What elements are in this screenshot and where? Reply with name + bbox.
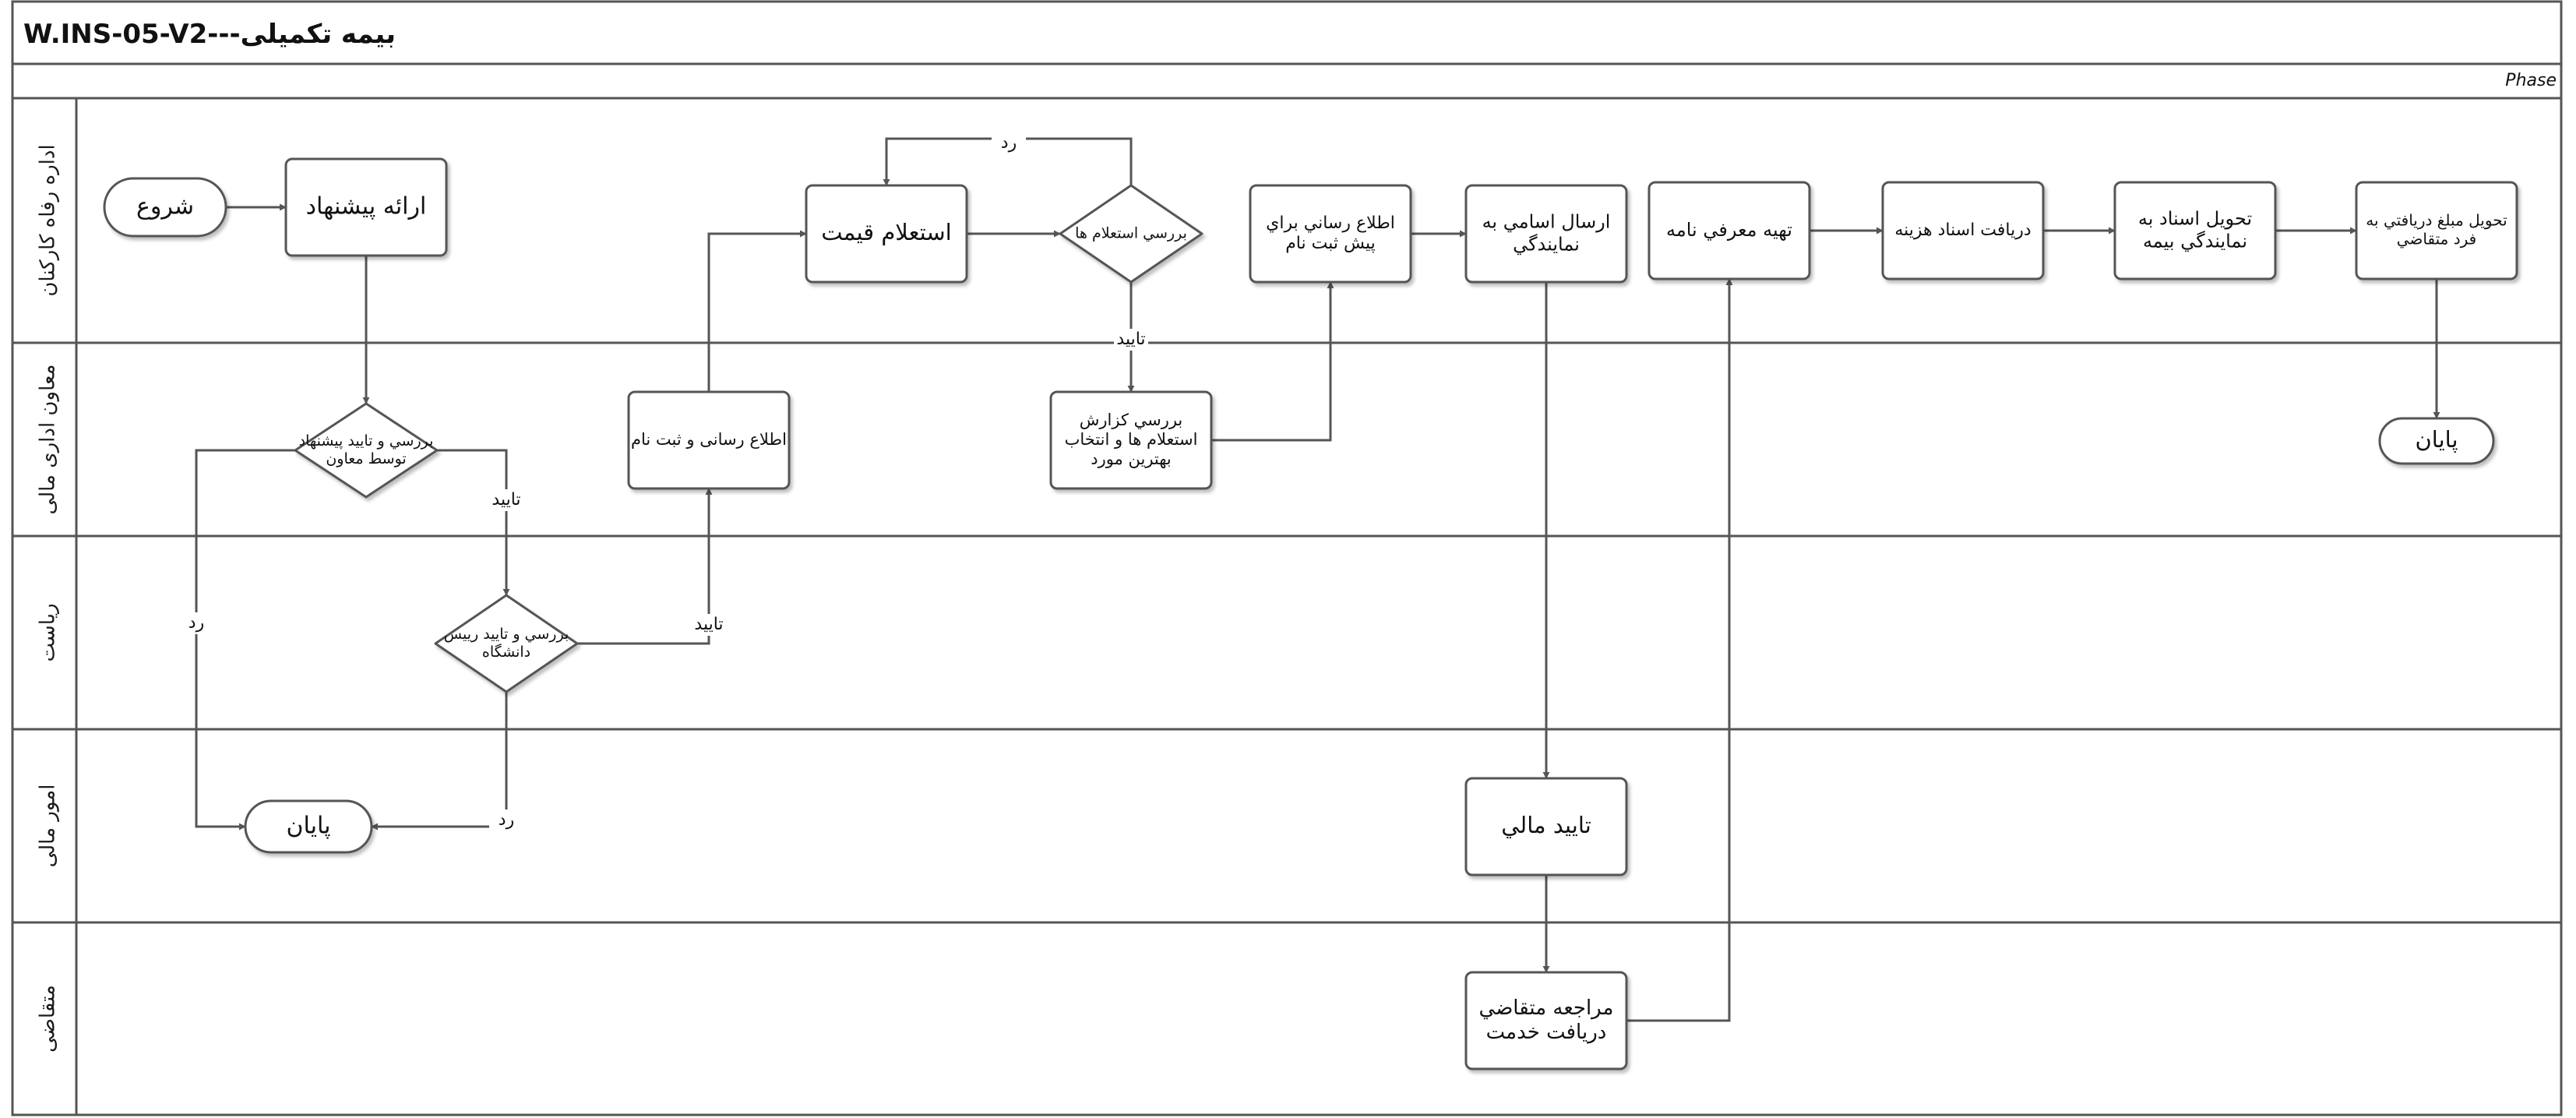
node-end_main[interactable]: پایان: [2378, 417, 2495, 465]
decision-diamond: [294, 402, 439, 499]
node-label: بررسي استعلام ها: [1075, 225, 1187, 242]
process-box: [1647, 181, 1811, 280]
edge-label: تاييد: [694, 615, 723, 634]
node-label: استعلام ها و انتخاب: [1065, 430, 1198, 449]
flow-nodes: شروع ارائه پیشنهاد بررسي و تاييد پيشنهادتو…: [103, 157, 2518, 1070]
node-label: فرد متقاضي: [2397, 230, 2476, 249]
terminal-pill: [244, 799, 373, 854]
node-end_fin[interactable]: پایان: [244, 799, 373, 854]
node-propose[interactable]: ارائه پیشنهاد: [284, 157, 448, 257]
node-label: پایان: [286, 813, 330, 840]
node-label: بهترين مورد: [1091, 450, 1172, 468]
process-box: [2113, 181, 2277, 280]
edge-label: رد: [499, 810, 514, 830]
node-label: اطلاع رساني براي: [1266, 213, 1395, 233]
edge-label-background: [1114, 329, 1148, 351]
edge-label-background: [692, 614, 726, 636]
node-label: تهيه معرفي نامه: [1666, 219, 1792, 241]
connector-notify_reg-to-price_inq: [707, 230, 807, 392]
process-box: [284, 157, 448, 257]
process-box: [2355, 181, 2518, 280]
connector-applicant_visit-to-intro_letter: [1626, 278, 1733, 1022]
connector-vp_review-to-end_fin: [195, 449, 295, 831]
node-label: بررسي و تاييد پيشنهاد: [299, 432, 434, 450]
lane-label-l4: امور مالی: [37, 785, 60, 868]
lane-label-l3: ریاست: [37, 603, 60, 661]
node-label: پایان: [2415, 426, 2458, 453]
node-fin_approval[interactable]: تاييد مالي: [1464, 777, 1628, 876]
node-label: پيش ثبت نام: [1285, 234, 1376, 253]
node-label: نمايندگي بيمه: [2143, 230, 2247, 252]
decision-diamond: [1059, 184, 1203, 284]
node-label: استعلام قیمت: [821, 219, 951, 245]
flow-connectors: تاييد رد رد تاييد رد تاييد: [179, 132, 2440, 1022]
node-label: اطلاع رسانی و ثبت نام: [631, 430, 787, 449]
lane-label-l5: متقاضی: [37, 985, 60, 1053]
swimlanes: اداره رفاه کارکنان معاون اداری مالی ریاست ا…: [12, 144, 2561, 1053]
node-label: تحويل مبلغ دريافتي به: [2366, 211, 2507, 231]
edge-label-background: [992, 132, 1026, 154]
node-start[interactable]: شروع: [103, 177, 227, 238]
connector-pres_review-to-notify_reg: [577, 488, 713, 645]
lane-label-l2: معاون اداری مالی: [37, 365, 60, 515]
edge-label-background: [179, 612, 213, 634]
edge-label: رد: [189, 613, 204, 633]
terminal-pill: [2378, 417, 2495, 465]
node-label: دريافت اسناد هزينه: [1894, 220, 2031, 240]
process-box: [805, 184, 968, 284]
node-label: ارائه پیشنهاد: [306, 193, 427, 220]
diagram-frame: [11, 0, 2563, 1116]
connector-pres_review-to-end_fin: [371, 692, 508, 831]
connector-report_review-to-notify_prereg: [1211, 281, 1334, 442]
node-inq_review[interactable]: بررسي استعلام ها: [1059, 184, 1203, 284]
process-box: [1464, 971, 1628, 1070]
node-label: تحويل اسناد به: [2138, 208, 2252, 230]
node-label: شروع: [136, 193, 194, 220]
process-box: [1881, 181, 2045, 280]
node-label: بررسي و تاييد رييس: [444, 626, 569, 643]
edge-label: تاييد: [492, 490, 520, 510]
node-notify_reg[interactable]: اطلاع رسانی و ثبت نام: [627, 390, 791, 490]
node-label: بررسي کزارش: [1080, 411, 1183, 429]
decision-diamond: [434, 594, 579, 693]
process-box: [1464, 777, 1628, 876]
process-box: [1049, 390, 1213, 490]
edge-label: رد: [1001, 133, 1017, 153]
node-label: ارسال اسامي به: [1482, 211, 1611, 233]
process-box: [1464, 184, 1628, 284]
node-label: مراجعه متقاضي: [1479, 996, 1614, 1020]
lane-label-l1: اداره رفاه کارکنان: [37, 144, 60, 296]
node-label: دريافت خدمت: [1486, 1021, 1607, 1044]
node-label: نمايندگي: [1513, 233, 1580, 255]
diagram-title: W.INS-05-V2---بیمه تکمیلی: [23, 19, 396, 50]
process-box: [627, 390, 791, 490]
node-label: تاييد مالي: [1501, 812, 1591, 839]
edge-label: تاييد: [1116, 330, 1145, 349]
process-box: [1249, 184, 1412, 284]
node-label: توسط معاون: [326, 450, 406, 467]
node-intro_letter[interactable]: تهيه معرفي نامه: [1647, 181, 1811, 280]
node-price_inq[interactable]: استعلام قیمت: [805, 184, 968, 284]
node-receive_docs[interactable]: دريافت اسناد هزينه: [1881, 181, 2045, 280]
terminal-pill: [103, 177, 227, 238]
node-label: دانشگاه: [482, 643, 530, 661]
edge-label-background: [489, 809, 523, 831]
edge-label-background: [489, 489, 523, 511]
phase-label: Phase: [2505, 71, 2557, 90]
connector-vp_review-to-pres_review: [437, 449, 510, 596]
